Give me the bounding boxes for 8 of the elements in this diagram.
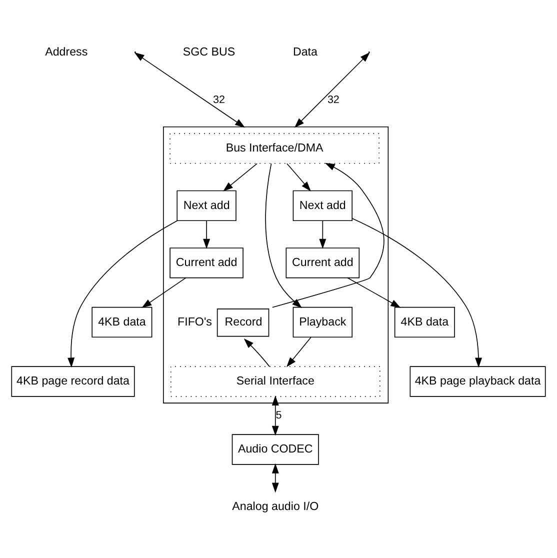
edge-label: 32 [327, 94, 340, 106]
edge-label: 5 [276, 408, 282, 421]
label: Address [45, 44, 88, 58]
edge-label: 32 [213, 94, 225, 106]
node-label: FIFO's [178, 315, 212, 328]
label: SGC BUS [182, 44, 236, 58]
node-text: Analog audio I/O [232, 499, 319, 512]
label: Data [292, 44, 318, 58]
